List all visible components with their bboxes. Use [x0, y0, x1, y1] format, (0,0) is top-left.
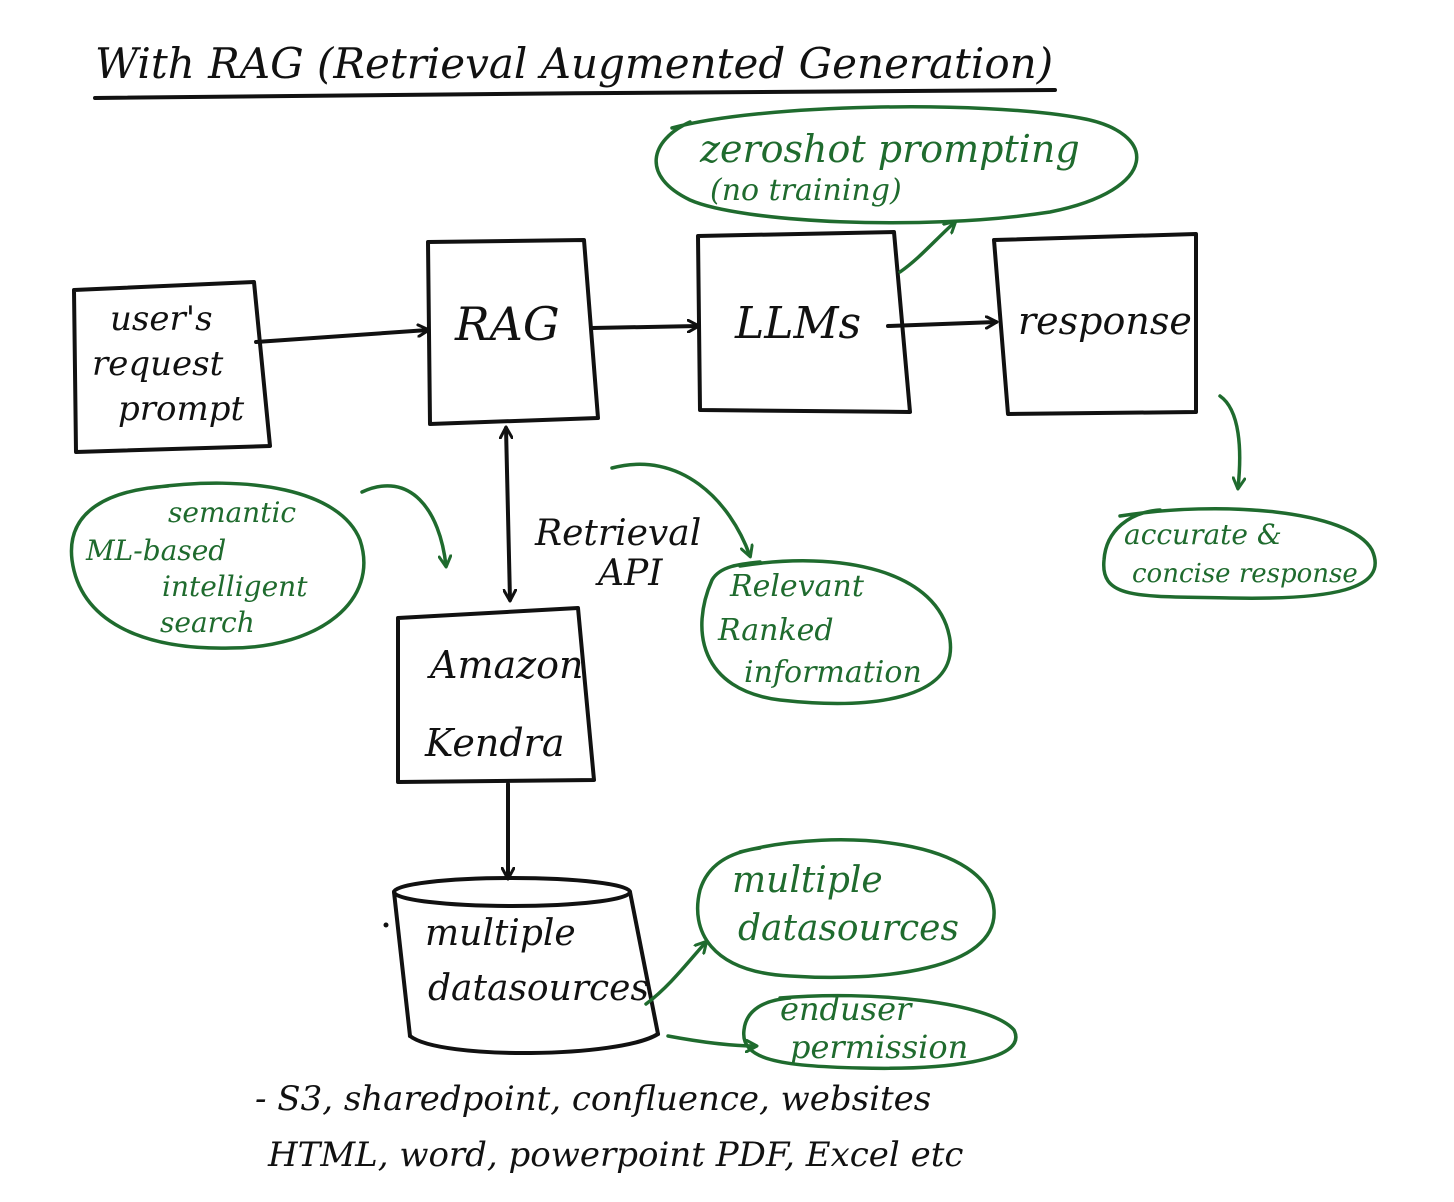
arrow-semantic-to-retrieval — [360, 484, 446, 566]
note-enduser-line-1: enduser — [780, 990, 913, 1028]
note-accurate-line-1: accurate & — [1124, 518, 1282, 551]
arrow-rag-kendra-bidirectional — [506, 428, 510, 600]
user-prompt-node: user's request prompt — [72, 280, 272, 454]
note-relevant: Relevant Ranked information — [610, 462, 953, 706]
arrow-rag-to-llms — [590, 326, 698, 328]
note-accurate: accurate & concise response — [1102, 394, 1377, 600]
note-semantic-line-4: search — [160, 606, 255, 639]
note-enduser: enduser permission — [666, 990, 1018, 1071]
note-semantic-line-1: semantic — [168, 496, 296, 529]
note-relevant-line-1: Relevant — [729, 569, 865, 604]
user-prompt-line-1: user's — [110, 299, 213, 339]
user-prompt-line-3: prompt — [118, 389, 244, 429]
arrow-response-to-accurate — [1218, 394, 1240, 488]
kendra-node: Amazon Kendra — [396, 606, 596, 784]
note-zeroshot-line-1: zeroshot prompting — [699, 127, 1080, 171]
datasources-line-1: multiple — [425, 913, 576, 954]
arrow-retrieval-to-relevant — [610, 462, 750, 556]
ink-dot — [383, 922, 389, 928]
rag-node: RAG — [426, 238, 600, 426]
arrow-datasources-to-multiple — [644, 942, 706, 1006]
llms-node: LLMs — [696, 230, 912, 414]
datasources-line-2: datasources — [428, 968, 649, 1009]
retrieval-api-line-2: API — [595, 553, 663, 594]
note-accurate-line-2: concise response — [1132, 559, 1358, 589]
note-zeroshot: zeroshot prompting (no training) — [654, 105, 1139, 274]
footer-line-1: - S3, sharedpoint, confluence, websites — [255, 1079, 931, 1119]
note-semantic: semantic ML-based intelligent search — [69, 481, 446, 650]
arrow-datasources-to-enduser — [666, 1034, 756, 1046]
note-multiple-sources: multiple datasources — [644, 838, 996, 1006]
note-enduser-line-2: permission — [790, 1028, 968, 1066]
rag-label: RAG — [454, 297, 560, 351]
user-prompt-line-2: request — [92, 344, 224, 384]
note-multiple-line-2: datasources — [738, 908, 959, 949]
datasources-node: multiple datasources — [383, 876, 660, 1056]
note-semantic-line-3: intelligent — [162, 570, 308, 603]
diagram-title: With RAG (Retrieval Augmented Generation… — [95, 39, 1053, 88]
kendra-line-1: Amazon — [427, 643, 584, 687]
note-relevant-line-3: information — [744, 655, 922, 690]
footer-line-2: HTML, word, powerpoint PDF, Excel etc — [267, 1135, 963, 1175]
note-multiple-line-1: multiple — [732, 860, 883, 901]
note-zeroshot-line-2: (no training) — [710, 173, 902, 208]
arrow-llms-to-response — [886, 322, 996, 326]
arrow-llms-to-zeroshot — [898, 222, 955, 274]
response-node: response — [992, 232, 1198, 416]
note-semantic-line-2: ML-based — [85, 534, 226, 567]
arrow-prompt-to-rag — [254, 330, 428, 344]
llms-label: LLMs — [734, 298, 861, 349]
retrieval-api-line-1: Retrieval — [534, 513, 701, 554]
note-relevant-line-2: Ranked — [717, 613, 834, 648]
title-underline — [93, 88, 1057, 100]
kendra-line-2: Kendra — [424, 721, 564, 765]
response-label: response — [1018, 299, 1192, 343]
